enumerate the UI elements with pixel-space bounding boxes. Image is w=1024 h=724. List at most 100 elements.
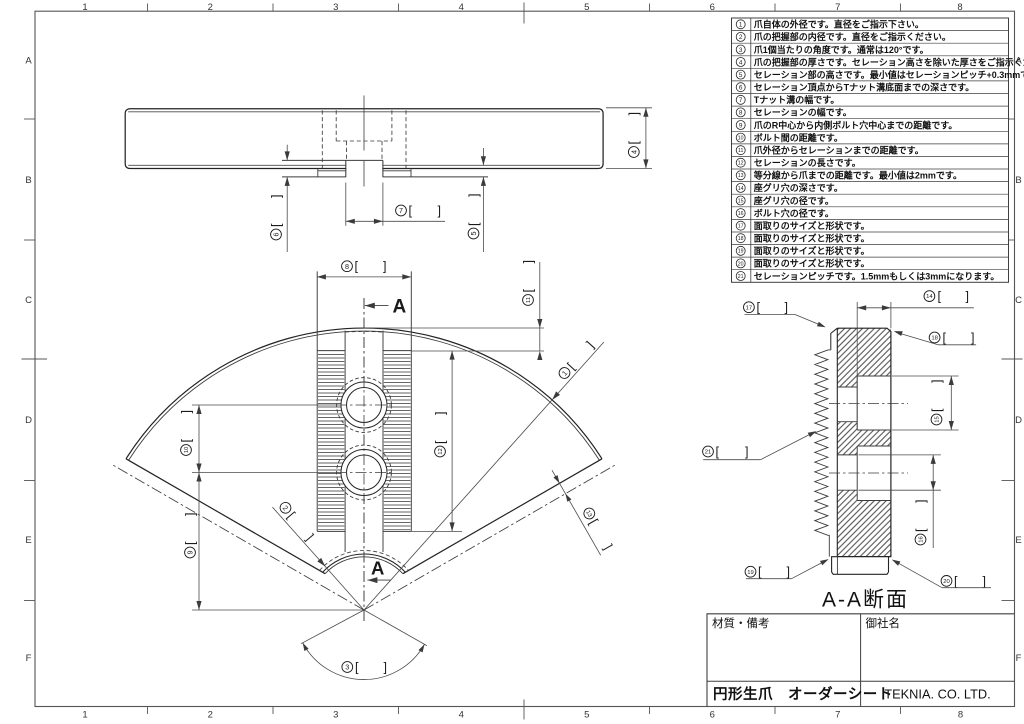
svg-text:[: [ bbox=[943, 331, 947, 345]
svg-text:[: [ bbox=[627, 141, 641, 145]
svg-text:]: ] bbox=[584, 339, 597, 351]
svg-text:]: ] bbox=[930, 380, 944, 383]
svg-text:16: 16 bbox=[919, 536, 925, 543]
svg-text:[: [ bbox=[757, 301, 761, 315]
svg-text:座グリ穴の径です。: 座グリ穴の径です。 bbox=[753, 195, 834, 206]
svg-text:5: 5 bbox=[469, 232, 478, 236]
svg-text:[: [ bbox=[433, 440, 447, 444]
svg-text:17: 17 bbox=[746, 305, 753, 311]
svg-text:]: ] bbox=[433, 412, 447, 415]
svg-text:爪の把握部の内径です。直径をご指示ください。: 爪の把握部の内径です。直径をご指示ください。 bbox=[754, 31, 951, 42]
svg-text:18: 18 bbox=[931, 336, 938, 342]
svg-text:A: A bbox=[393, 297, 407, 318]
svg-text:7: 7 bbox=[739, 97, 743, 104]
svg-text:20: 20 bbox=[738, 261, 744, 267]
svg-text:御社名: 御社名 bbox=[866, 616, 901, 630]
svg-text:C: C bbox=[25, 295, 32, 306]
svg-text:]: ] bbox=[914, 500, 928, 503]
svg-text:3: 3 bbox=[333, 2, 338, 13]
svg-text:5: 5 bbox=[584, 710, 589, 721]
svg-text:等分線から爪までの距離です。最小値は2mmです。: 等分線から爪までの距離です。最小値は2mmです。 bbox=[753, 170, 962, 181]
svg-text:6: 6 bbox=[739, 85, 743, 92]
svg-text:]: ] bbox=[627, 112, 641, 115]
svg-text:[: [ bbox=[930, 408, 944, 412]
svg-text:[: [ bbox=[269, 223, 283, 227]
svg-text:4: 4 bbox=[459, 2, 464, 13]
svg-text:面取りのサイズと形状です。: 面取りのサイズと形状です。 bbox=[754, 245, 870, 256]
svg-text:6: 6 bbox=[710, 2, 715, 13]
svg-text:セレーションの幅です。: セレーションの幅です。 bbox=[754, 107, 852, 118]
svg-text:4: 4 bbox=[739, 59, 743, 66]
svg-text:2: 2 bbox=[208, 2, 213, 13]
svg-text:座グリ穴の深さです。: 座グリ穴の深さです。 bbox=[753, 182, 843, 193]
svg-text:2: 2 bbox=[739, 34, 743, 41]
svg-text:セレーションの長さです。: セレーションの長さです。 bbox=[754, 158, 861, 168]
svg-text:E: E bbox=[1015, 535, 1021, 546]
svg-text:セレーション部の高さです。最小値はセレーションピッチ+0.3: セレーション部の高さです。最小値はセレーションピッチ+0.3mmです。 bbox=[754, 69, 1024, 80]
svg-text:]: ] bbox=[384, 661, 387, 675]
svg-text:]: ] bbox=[966, 290, 969, 304]
svg-text:[: [ bbox=[179, 439, 193, 443]
svg-text:14: 14 bbox=[926, 294, 933, 300]
svg-text:面取りのサイズと形状です。: 面取りのサイズと形状です。 bbox=[754, 233, 870, 244]
svg-text:A: A bbox=[1015, 56, 1022, 67]
svg-text:C: C bbox=[1015, 295, 1022, 306]
svg-text:材質・備考: 材質・備考 bbox=[712, 616, 770, 630]
svg-text:セレーション頂点からTナット溝底面までの深さです。: セレーション頂点からTナット溝底面までの深さです。 bbox=[754, 82, 974, 93]
svg-text:D: D bbox=[25, 415, 32, 426]
svg-text:16: 16 bbox=[738, 211, 744, 217]
svg-text:3: 3 bbox=[739, 47, 743, 54]
svg-text:D: D bbox=[1015, 415, 1022, 426]
svg-text:B: B bbox=[25, 175, 31, 186]
svg-text:1: 1 bbox=[82, 2, 87, 13]
svg-text:1: 1 bbox=[739, 22, 743, 29]
svg-text:A-A断面: A-A断面 bbox=[822, 589, 909, 612]
svg-text:F: F bbox=[1016, 653, 1022, 664]
svg-text:12: 12 bbox=[438, 448, 444, 455]
svg-text:5: 5 bbox=[584, 2, 589, 13]
svg-text:4: 4 bbox=[629, 150, 638, 154]
svg-text:8: 8 bbox=[345, 262, 349, 271]
svg-text:6: 6 bbox=[272, 233, 281, 237]
svg-text:E: E bbox=[25, 535, 31, 546]
svg-text:15: 15 bbox=[738, 198, 744, 204]
svg-text:ボルト間の距離です。: ボルト間の距離です。 bbox=[754, 132, 843, 143]
svg-text:]: ] bbox=[383, 260, 386, 274]
svg-text:爪外径からセレーションまでの距離です。: 爪外径からセレーションまでの距離です。 bbox=[754, 145, 924, 156]
svg-text:8: 8 bbox=[958, 710, 963, 721]
svg-text:面取りのサイズと形状です。: 面取りのサイズと形状です。 bbox=[754, 258, 870, 269]
svg-text:8: 8 bbox=[739, 110, 743, 117]
svg-text:13: 13 bbox=[584, 510, 593, 519]
svg-text:10: 10 bbox=[184, 446, 190, 453]
svg-text:爪のR中心から内側ボルト穴中心までの距離です。: 爪のR中心から内側ボルト穴中心までの距離です。 bbox=[754, 119, 958, 130]
svg-text:10: 10 bbox=[738, 136, 744, 142]
svg-text:[: [ bbox=[183, 541, 197, 545]
svg-text:]: ] bbox=[183, 513, 197, 516]
svg-text:21: 21 bbox=[738, 274, 744, 280]
svg-text:爪の把握部の厚さです。セレーション高さを除いた厚さをご指示く: 爪の把握部の厚さです。セレーション高さを除いた厚さをご指示ください。 bbox=[754, 56, 1024, 67]
svg-text:14: 14 bbox=[738, 186, 744, 192]
svg-text:[: [ bbox=[409, 204, 413, 218]
svg-text:19: 19 bbox=[747, 570, 754, 576]
svg-text:]: ] bbox=[787, 565, 790, 579]
svg-text:18: 18 bbox=[738, 236, 744, 242]
svg-text:面取りのサイズと形状です。: 面取りのサイズと形状です。 bbox=[754, 220, 870, 231]
svg-text:爪1個当たりの角度です。通常は120°です。: 爪1個当たりの角度です。通常は120°です。 bbox=[754, 44, 929, 55]
svg-text:[: [ bbox=[467, 222, 481, 226]
svg-text:20: 20 bbox=[943, 579, 950, 585]
svg-text:]: ] bbox=[269, 195, 283, 198]
svg-text:A: A bbox=[25, 56, 32, 67]
svg-text:9: 9 bbox=[739, 122, 743, 129]
svg-text:]: ] bbox=[303, 531, 316, 543]
svg-text:[: [ bbox=[758, 565, 762, 579]
svg-text:F: F bbox=[26, 653, 32, 664]
svg-text:11: 11 bbox=[526, 297, 532, 303]
svg-text:13: 13 bbox=[738, 173, 744, 179]
svg-text:[: [ bbox=[587, 517, 601, 527]
svg-text:7: 7 bbox=[835, 710, 840, 721]
svg-text:A: A bbox=[371, 558, 384, 579]
svg-text:1: 1 bbox=[82, 710, 87, 721]
svg-text:]: ] bbox=[983, 574, 986, 588]
svg-text:]: ] bbox=[601, 542, 615, 552]
svg-text:セレーションピッチです。1.5mmもしくは3mmになります。: セレーションピッチです。1.5mmもしくは3mmになります。 bbox=[754, 270, 1000, 281]
